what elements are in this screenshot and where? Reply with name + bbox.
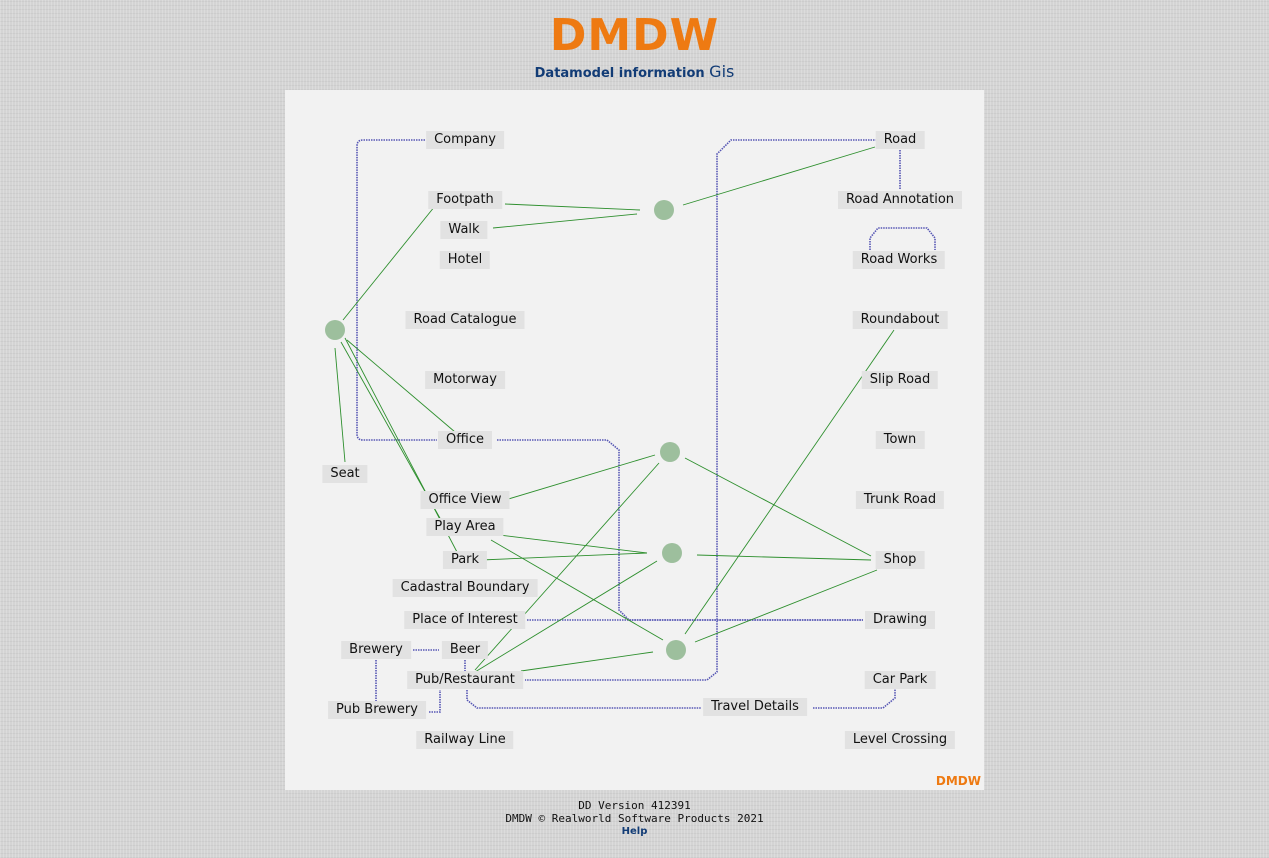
rel-footpath-hub bbox=[504, 203, 641, 211]
diagram-connections bbox=[325, 139, 936, 713]
entity-place-of-interest[interactable]: Place of Interest bbox=[404, 611, 526, 629]
relation-hub-play-area[interactable] bbox=[662, 543, 682, 563]
rel-seat-hub-park bbox=[344, 337, 458, 553]
entity-town[interactable]: Town bbox=[875, 431, 925, 449]
rel-park-hub bbox=[480, 552, 648, 561]
relation-hub-walk-road[interactable] bbox=[654, 200, 674, 220]
entity-office-view[interactable]: Office View bbox=[420, 491, 510, 509]
entity-seat[interactable]: Seat bbox=[322, 465, 368, 483]
subtitle-prefix: Datamodel information bbox=[534, 66, 705, 81]
entity-walk[interactable]: Walk bbox=[440, 221, 488, 239]
datamodel-diagram: Company Footpath Walk Hotel Road Catalog… bbox=[285, 90, 984, 790]
entity-level-crossing[interactable]: Level Crossing bbox=[844, 731, 956, 749]
entity-play-area[interactable]: Play Area bbox=[426, 518, 504, 536]
entity-slip-road[interactable]: Slip Road bbox=[861, 371, 939, 389]
link-company-office bbox=[356, 139, 437, 441]
entity-road-works[interactable]: Road Works bbox=[852, 251, 946, 269]
entity-brewery[interactable]: Brewery bbox=[341, 641, 411, 659]
entity-park[interactable]: Park bbox=[442, 551, 488, 569]
entity-road[interactable]: Road bbox=[875, 131, 925, 149]
page-subtitle: Datamodel information Gis bbox=[0, 62, 1269, 84]
rel-play-area-hub-c bbox=[490, 539, 664, 641]
entity-drawing[interactable]: Drawing bbox=[864, 611, 936, 629]
rel-office-view-hub bbox=[484, 454, 656, 507]
link-road-works-self bbox=[869, 227, 936, 250]
entity-roundabout[interactable]: Roundabout bbox=[852, 311, 948, 329]
relation-hub-seat[interactable] bbox=[325, 320, 345, 340]
rel-hub-shop-a bbox=[684, 457, 872, 557]
version-text: DD Version 412391 bbox=[578, 799, 691, 812]
rel-shop-hub-c bbox=[694, 569, 878, 643]
entity-cadastral-boundary[interactable]: Cadastral Boundary bbox=[392, 579, 538, 597]
entity-road-catalogue[interactable]: Road Catalogue bbox=[405, 311, 525, 329]
rel-seat-hub-seat bbox=[334, 347, 346, 463]
entity-footpath[interactable]: Footpath bbox=[428, 191, 502, 209]
entity-beer[interactable]: Beer bbox=[441, 641, 489, 659]
entity-hotel[interactable]: Hotel bbox=[439, 251, 491, 269]
entity-pub-brewery[interactable]: Pub Brewery bbox=[328, 701, 426, 719]
entity-office[interactable]: Office bbox=[438, 431, 492, 449]
link-pub-restaurant-travel-details bbox=[466, 690, 701, 709]
help-link[interactable]: Help bbox=[621, 826, 648, 837]
dmdw-logo: DMDW bbox=[549, 10, 720, 61]
link-travel-details-car-park bbox=[813, 688, 896, 709]
entity-car-park[interactable]: Car Park bbox=[864, 671, 936, 689]
entity-pub-restaurant[interactable]: Pub/Restaurant bbox=[407, 671, 523, 689]
entity-motorway[interactable]: Motorway bbox=[425, 371, 505, 389]
entity-trunk-road[interactable]: Trunk Road bbox=[855, 491, 945, 509]
relation-hub-pub-restaurant[interactable] bbox=[666, 640, 686, 660]
rel-seat-hub-office bbox=[346, 339, 456, 433]
link-road-pub-restaurant bbox=[525, 139, 877, 681]
relation-hub-office-view[interactable] bbox=[660, 442, 680, 462]
rel-hub-pub-a bbox=[474, 462, 660, 671]
rel-play-area-hub bbox=[490, 533, 648, 554]
rel-roundabout-hub-c bbox=[684, 329, 895, 635]
entity-travel-details[interactable]: Travel Details bbox=[703, 698, 807, 716]
diagram-corner-tag: DMDW bbox=[935, 774, 981, 788]
rel-walk-hub bbox=[492, 213, 638, 229]
rel-footpath-seat-hub bbox=[342, 205, 436, 321]
entity-railway-line[interactable]: Railway Line bbox=[416, 731, 514, 749]
entity-company[interactable]: Company bbox=[426, 131, 504, 149]
copyright-text: DMDW © Realworld Software Products 2021 bbox=[505, 811, 764, 825]
rel-road-hub bbox=[682, 146, 876, 206]
link-office-drawing bbox=[497, 439, 863, 621]
rel-pub-hub-c bbox=[520, 651, 654, 672]
entity-shop[interactable]: Shop bbox=[875, 551, 925, 569]
link-pub-brewery-pub-restaurant bbox=[429, 690, 441, 713]
rel-hub-pub-b bbox=[474, 560, 658, 673]
page-footer: DD Version 412391 DMDW © Realworld Softw… bbox=[0, 799, 1269, 839]
subtitle-app-name: Gis bbox=[709, 62, 735, 81]
entity-road-annotation[interactable]: Road Annotation bbox=[837, 191, 963, 209]
rel-hub-shop-b bbox=[696, 554, 872, 561]
